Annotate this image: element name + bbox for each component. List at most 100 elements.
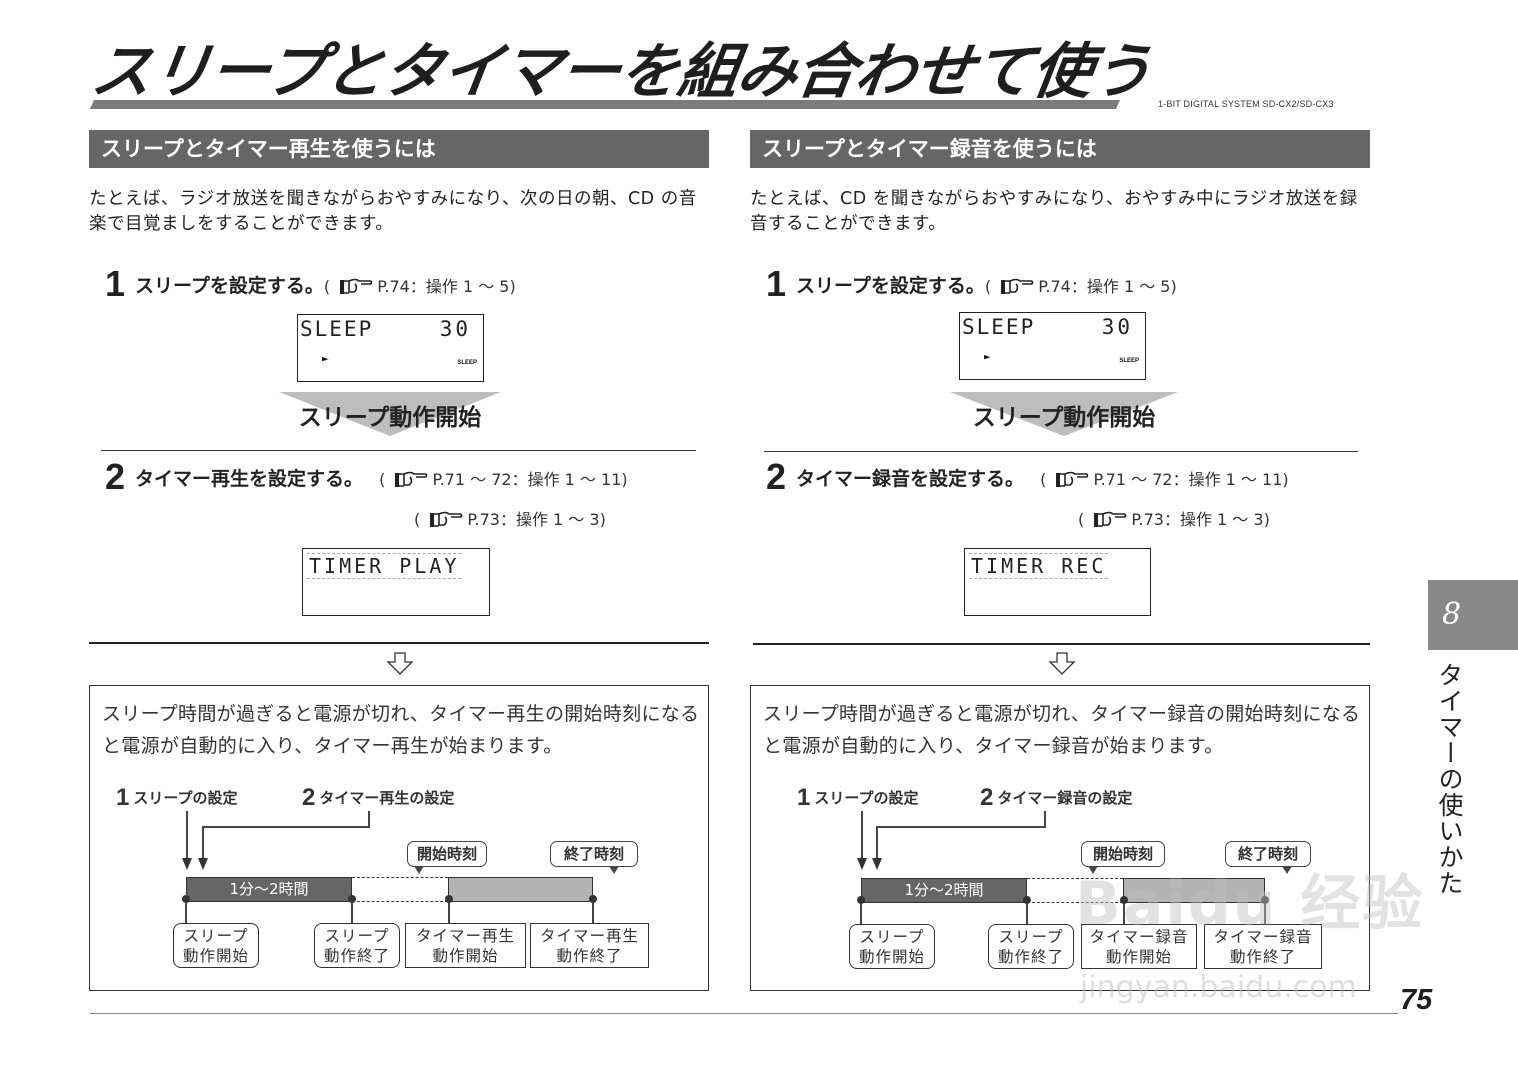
hollow-down-arrow-icon (1048, 652, 1076, 675)
connector-line (1123, 903, 1125, 925)
connector-line (1264, 903, 1266, 925)
page-title: スリープとタイマーを組み合わせて使う (87, 37, 1156, 107)
section-heading: スリープとタイマー再生を使うには (89, 130, 709, 168)
watermark: Baidu 经验 (1075, 869, 1425, 939)
intro-text: たとえば、ラジオ放送を聞きながらおやすみになり、次の日の朝、CD の音楽で目覚ま… (89, 189, 697, 234)
model-name: 1-BIT DIGITAL SYSTEM SD-CX2/SD-CX3 (1158, 99, 1334, 109)
timeline-dot (857, 896, 865, 904)
pointing-hand-icon (1056, 471, 1089, 487)
explanation-box: スリープ時間が過ぎると電源が切れ、タイマー録音の開始時刻になると電源が自動的に入… (750, 685, 1370, 991)
sleep-start-banner: スリープ動作開始 (950, 392, 1178, 436)
title-underline-bar (90, 100, 1120, 109)
timeline-dot (1023, 896, 1031, 904)
callout-end-time: 終了時刻 (1225, 841, 1311, 874)
timer-rec-section: スリープとタイマー録音を使うには たとえば、CD を聞きながらおやすみになり、お… (750, 130, 1370, 1000)
page-reference: P.73：操作 1 ～ 3) (467, 510, 606, 529)
pointing-hand-icon (340, 278, 373, 294)
event-sleep-start: スリープ動作開始 (849, 924, 935, 969)
page-reference: P.74：操作 1 ～ 5) (377, 277, 516, 296)
step-label: スリープを設定する。 (135, 275, 324, 297)
connector-line (860, 903, 862, 925)
dashed-line (1027, 902, 1123, 903)
chapter-tab: 8 (1428, 580, 1518, 650)
event-timer-start: タイマー録音動作開始 (1081, 924, 1197, 969)
page-reference: P.73：操作 1 ～ 3) (1131, 510, 1270, 529)
callout-end-time: 終了時刻 (550, 841, 638, 874)
connector-line (448, 902, 450, 924)
timer-rec-bar (1123, 878, 1265, 903)
page-number: 75 (1400, 984, 1433, 1016)
event-sleep-end: スリープ動作終了 (314, 923, 400, 968)
connector-line (368, 811, 370, 828)
sleep-duration-bar: 1分～2時間 (186, 877, 352, 902)
page-reference: P.74：操作 1 ～ 5) (1038, 277, 1177, 296)
dashed-line (352, 877, 448, 878)
sleep-duration-bar: 1分～2時間 (861, 878, 1027, 903)
timeline-dot (445, 895, 453, 903)
event-sleep-start: スリープ動作開始 (173, 923, 259, 968)
event-sleep-end: スリープ動作終了 (988, 924, 1074, 969)
play-indicator-icon: ► (322, 352, 329, 365)
step-2-reference-2: ( P.73：操作 1 ～ 3) (414, 510, 606, 529)
divider (753, 643, 1370, 645)
pointing-hand-icon (1001, 278, 1034, 294)
timer-play-section: スリープとタイマー再生を使うには たとえば、ラジオ放送を聞きながらおやすみになり… (89, 130, 709, 1000)
page-reference: P.71 ～ 72：操作 1 ～ 11) (1093, 470, 1289, 489)
footer-rule (90, 1013, 1398, 1014)
lcd-display-sleep: SLEEP 30 ► SLEEP (959, 312, 1146, 380)
divider (89, 642, 709, 644)
hollow-down-arrow-icon (386, 652, 414, 675)
page-reference: P.71 ～ 72：操作 1 ～ 11) (432, 470, 628, 489)
connector-line (876, 826, 1046, 828)
timeline-dot (182, 895, 190, 903)
arrow-down-icon (872, 858, 882, 870)
timeline-dot (589, 895, 597, 903)
dashed-line (1027, 878, 1123, 879)
chapter-title: タイマーの使いかた (1435, 662, 1464, 896)
divider (101, 450, 696, 451)
sleep-start-banner: スリープ動作開始 (279, 392, 501, 436)
watermark-url: jingyan.baidu.com (1080, 970, 1357, 1005)
connector-line (861, 811, 863, 859)
step-number: 1 (105, 263, 126, 304)
connector-line (592, 902, 594, 924)
explanation-text: スリープ時間が過ぎると電源が切れ、タイマー再生の開始時刻になると電源が自動的に入… (102, 703, 700, 757)
callout-start-time: 開始時刻 (407, 841, 487, 874)
explanation-text: スリープ時間が過ぎると電源が切れ、タイマー録音の開始時刻になると電源が自動的に入… (763, 703, 1361, 757)
step-2-reference-2: ( P.73：操作 1 ～ 3) (1078, 510, 1270, 529)
pointing-hand-icon (395, 471, 428, 487)
event-timer-end: タイマー録音動作終了 (1204, 924, 1322, 969)
connector-line (876, 826, 878, 858)
connector-line (202, 826, 370, 828)
connector-line (1044, 811, 1046, 828)
pointing-hand-icon (1094, 511, 1127, 527)
blinking-text: TIMER PLAY (307, 553, 462, 579)
connector-line (185, 902, 187, 924)
lcd-display-timer-rec: TIMER REC (964, 548, 1151, 616)
arrow-down-icon (857, 858, 867, 870)
timeline-dot (348, 895, 356, 903)
arrow-down-icon (182, 858, 192, 870)
callout-start-time: 開始時刻 (1081, 841, 1165, 874)
lcd-display-timer-play: TIMER PLAY (302, 548, 490, 616)
divider (764, 451, 1358, 452)
explanation-box: スリープ時間が過ぎると電源が切れ、タイマー再生の開始時刻になると電源が自動的に入… (89, 685, 709, 991)
blinking-text: TIMER REC (969, 553, 1109, 579)
connector-line (202, 826, 204, 858)
pointing-hand-icon (430, 511, 463, 527)
timer-play-bar (448, 877, 593, 902)
timeline-dot (1120, 896, 1128, 904)
timeline-dot (1261, 896, 1269, 904)
connector-line (186, 811, 188, 858)
connector-line (351, 902, 353, 924)
connector-line (1026, 903, 1028, 925)
event-timer-end: タイマー再生動作終了 (530, 923, 649, 968)
